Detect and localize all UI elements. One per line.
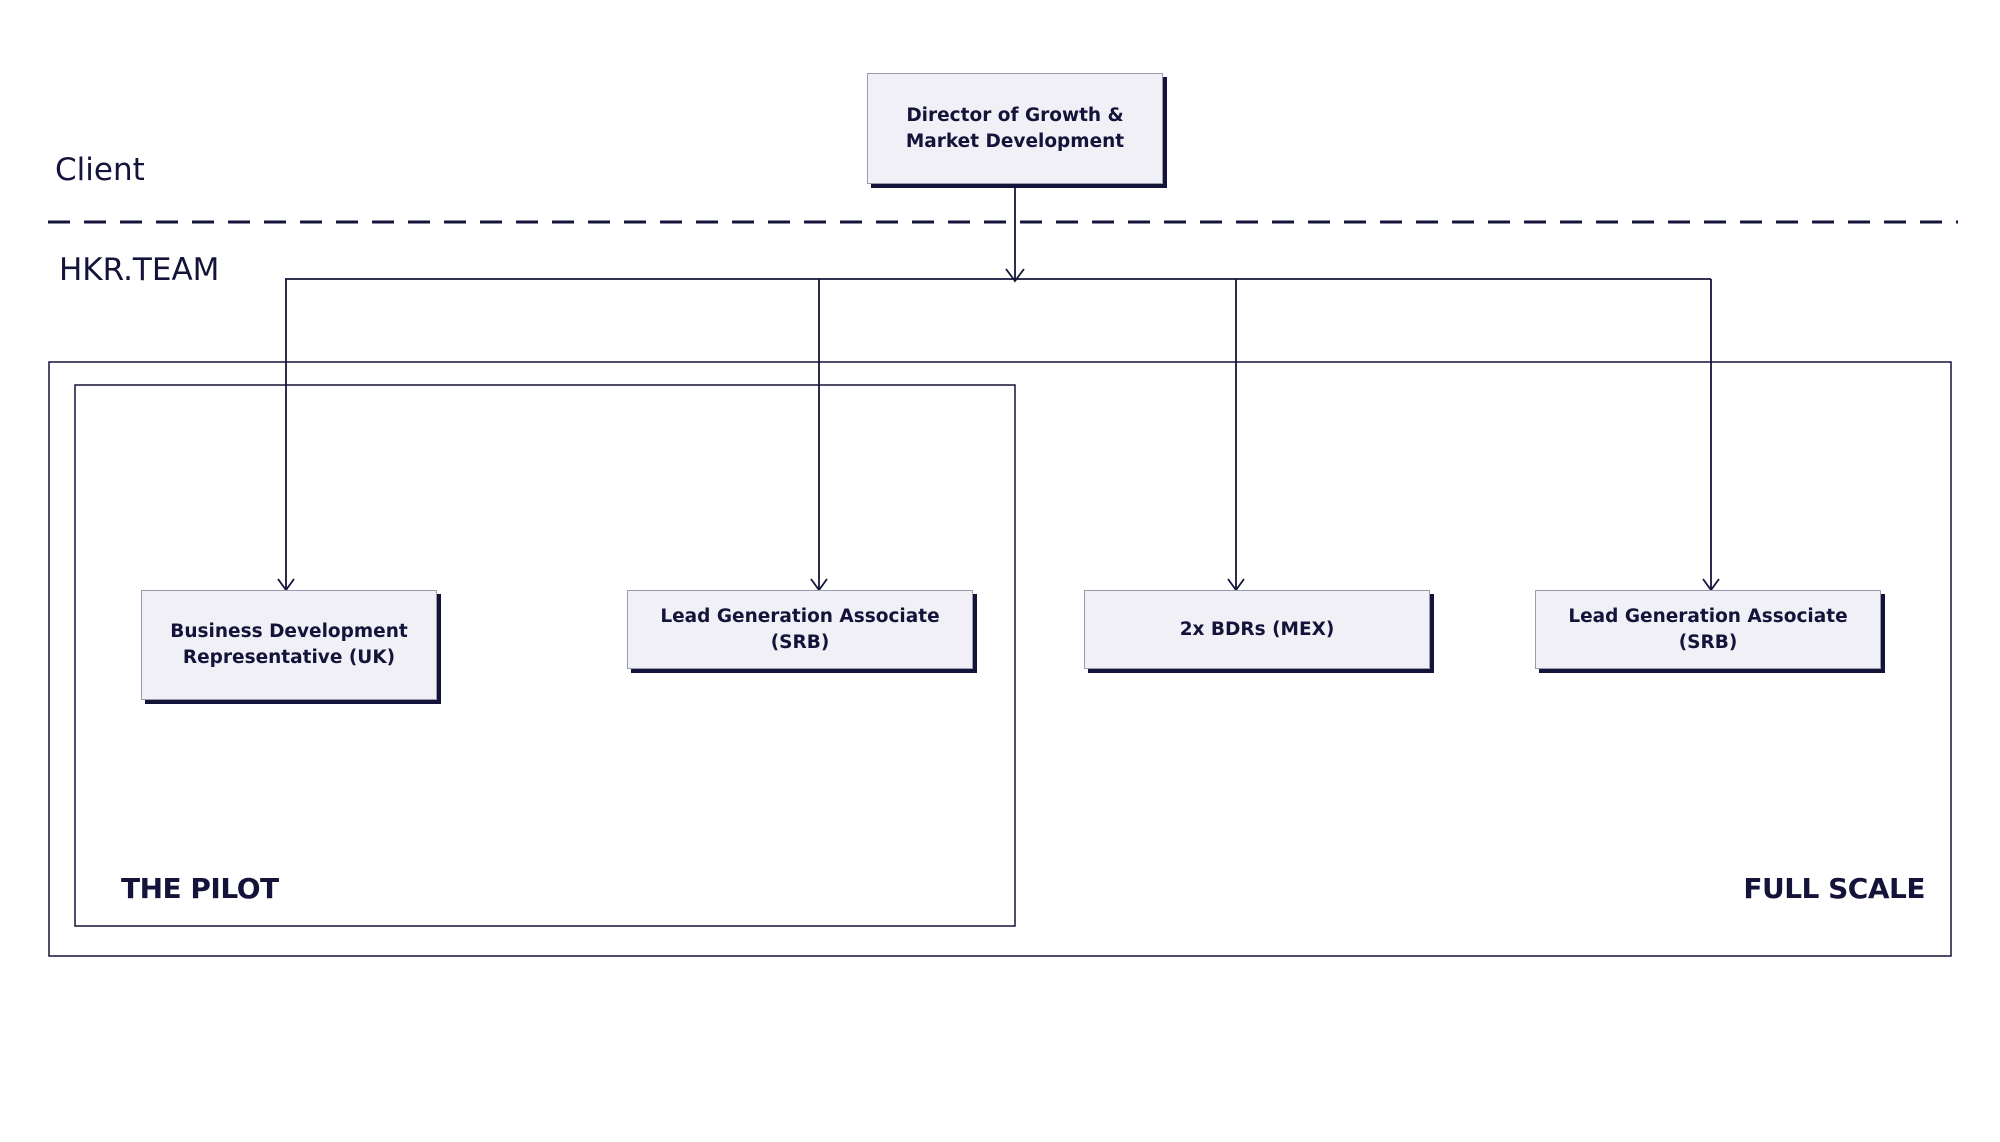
pilot-group-label: THE PILOT [121, 872, 279, 905]
node-lga-srb-pilot[interactable]: Lead Generation Associate (SRB) [627, 590, 973, 669]
node-bdr-uk-label: Business Development Representative (UK) [170, 621, 408, 668]
node-bdr-uk[interactable]: Business Development Representative (UK) [141, 590, 437, 700]
node-bdrs-mex-label: 2x BDRs (MEX) [1179, 618, 1335, 640]
node-lga-srb-full-label: Lead Generation Associate (SRB) [1568, 605, 1848, 653]
node-director[interactable]: Director of Growth & Market Development [867, 73, 1163, 184]
node-lga-srb-full[interactable]: Lead Generation Associate (SRB) [1535, 590, 1881, 669]
full-scale-group-label: FULL SCALE [1743, 872, 1925, 905]
node-bdrs-mex[interactable]: 2x BDRs (MEX) [1084, 590, 1430, 669]
edge-director-trunk-arrowhead [1005, 268, 1025, 283]
node-lga-srb-pilot-label: Lead Generation Associate (SRB) [660, 605, 940, 653]
full-scale-group-frame [48, 361, 1952, 957]
node-director-label: Director of Growth & Market Development [905, 104, 1125, 152]
pilot-group-frame [74, 384, 1016, 927]
provider-zone-label: HKR.TEAM [59, 252, 220, 288]
client-zone-label: Client [55, 152, 145, 188]
